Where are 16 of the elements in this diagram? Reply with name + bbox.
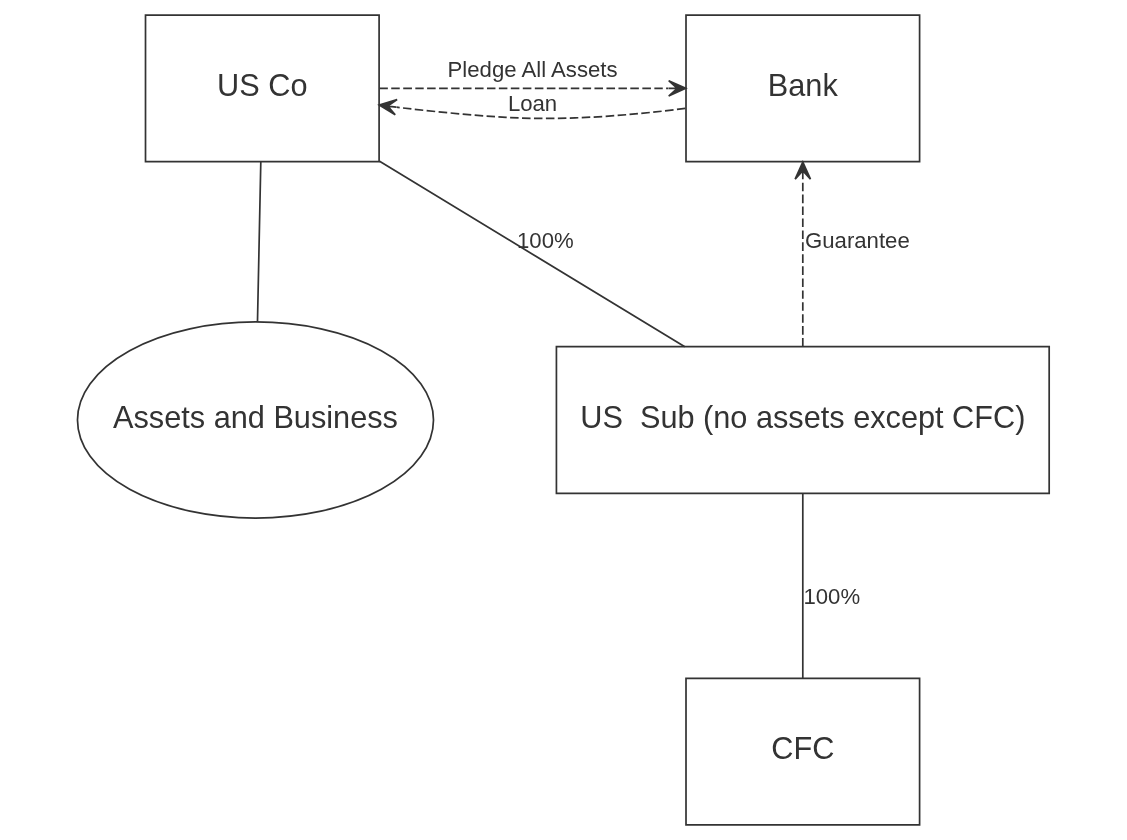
edge-label: 100% <box>803 583 861 609</box>
edge-label: Loan <box>507 91 558 117</box>
node-box: CFC <box>685 677 921 826</box>
edge-label: Pledge All Assets <box>447 57 618 83</box>
arrow <box>378 98 687 120</box>
node-box: US Co <box>144 14 380 163</box>
connector <box>801 492 804 679</box>
node-box: Bank <box>685 14 921 163</box>
connector <box>256 161 262 323</box>
arrow <box>378 79 687 97</box>
edge-label: 100% <box>517 227 574 253</box>
node-box: US Sub (no assets except CFC) <box>555 345 1051 495</box>
node-ellipse: Assets and Business <box>76 321 435 519</box>
connector <box>378 160 686 348</box>
arrow <box>794 161 812 348</box>
edge-label: Guarantee <box>805 227 910 253</box>
